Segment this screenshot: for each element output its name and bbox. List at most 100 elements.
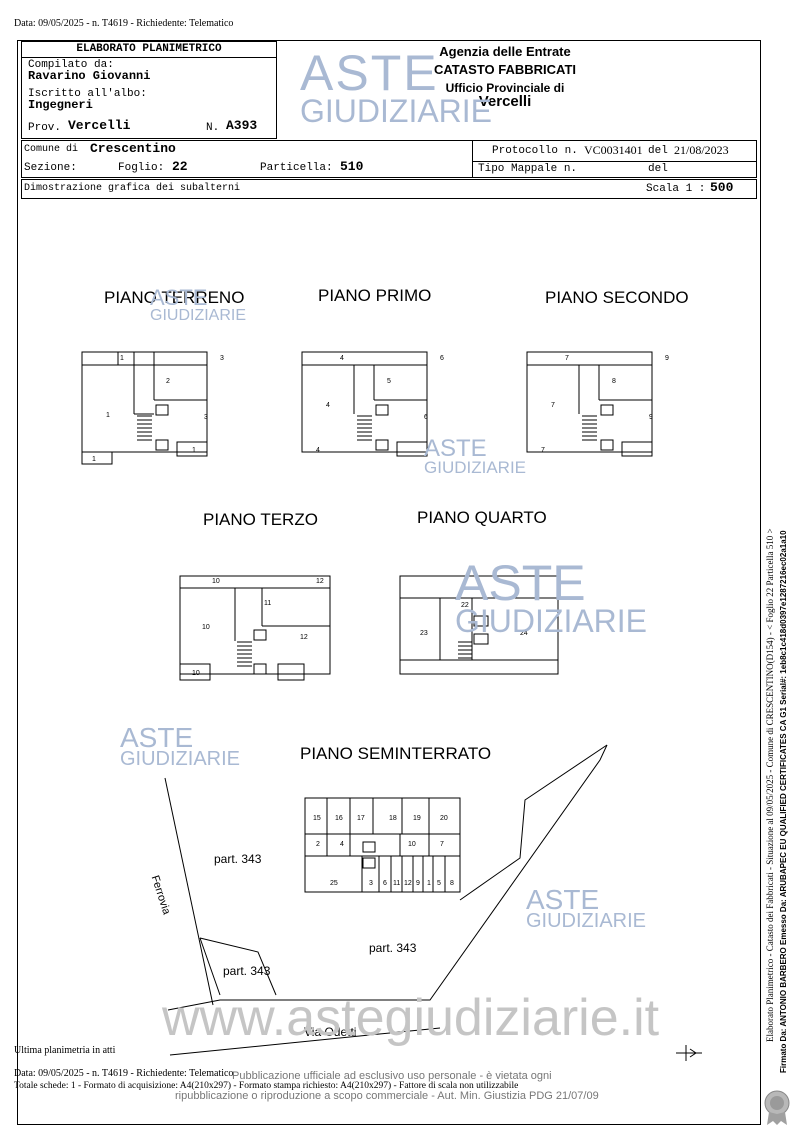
unit-label: 8 xyxy=(612,378,616,385)
unit-label: 5 xyxy=(437,880,441,887)
unit-label: 7 xyxy=(551,402,555,409)
unit-label: 4 xyxy=(316,447,320,454)
seal-icon xyxy=(764,1090,790,1125)
comune-midline xyxy=(472,161,756,162)
side-text-line2: Firmato Da: ANTONIO BARBERO Emesso Da: A… xyxy=(779,530,788,1073)
comune-label: Comune di xyxy=(24,144,79,155)
watermark-aste: ASTE xyxy=(526,884,600,915)
unit-label: 1 xyxy=(120,355,124,362)
iscritto-label: Iscritto all'albo: xyxy=(28,88,147,100)
unit-label: 1 xyxy=(92,456,96,463)
unit-label: 25 xyxy=(330,880,338,887)
watermark-header: ASTE GIUDIZIARIE xyxy=(300,45,493,129)
unit-label: 6 xyxy=(383,880,387,887)
elaborato-title: ELABORATO PLANIMETRICO xyxy=(22,42,276,58)
watermark-giudiziarie: GIUDIZIARIE xyxy=(300,93,493,129)
unit-label: 10 xyxy=(192,670,200,677)
header-line: Data: 09/05/2025 - n. T4619 - Richiedent… xyxy=(14,18,234,29)
unit-label: 24 xyxy=(520,630,528,637)
compilato-value: Ravarino Giovanni xyxy=(28,69,151,83)
unit-label: 23 xyxy=(420,630,428,637)
comune-row: Comune di Crescentino Sezione: Foglio: 2… xyxy=(21,140,757,178)
north-arrow xyxy=(676,1045,702,1061)
publication-notice-1: Pubblicazione ufficiale ad esclusivo uso… xyxy=(232,1070,552,1082)
elaborato-box: ELABORATO PLANIMETRICO Compilato da: Rav… xyxy=(21,41,277,139)
unit-label: 4 xyxy=(340,355,344,362)
agency-line3: Ufficio Provinciale di xyxy=(445,81,565,95)
watermark-left: ASTE GIUDIZIARIE xyxy=(120,722,241,770)
plan-seminterrato xyxy=(304,797,461,893)
plan-quarto xyxy=(399,575,559,675)
n-value: A393 xyxy=(226,118,258,133)
protocollo-label: Protocollo n. xyxy=(492,145,578,157)
plan-terzo xyxy=(179,575,331,681)
unit-label: 9 xyxy=(665,355,669,362)
unit-label: 11 xyxy=(264,600,272,607)
dimostrazione-label: Dimostrazione grafica dei subalterni xyxy=(24,183,241,194)
unit-label: 7 xyxy=(565,355,569,362)
watermark-giudiziarie: GIUDIZIARIE xyxy=(150,307,247,324)
unit-label: 2 xyxy=(316,841,320,848)
unit-label: 20 xyxy=(440,815,448,822)
title-piano-seminterrato: PIANO SEMINTERRATO xyxy=(300,744,492,763)
watermark-right: ASTE GIUDIZIARIE xyxy=(526,884,647,932)
scala-label: Scala 1 : xyxy=(646,183,706,195)
unit-label: 3 xyxy=(369,880,373,887)
compilato-label: Compilato da: xyxy=(28,59,114,71)
unit-label: 17 xyxy=(357,815,365,822)
watermark-aste: ASTE xyxy=(300,45,439,101)
unit-label: 19 xyxy=(413,815,421,822)
watermark-url-text: www.astegiudiziarie.it xyxy=(162,989,660,1047)
unit-label: 16 xyxy=(335,815,343,822)
particella-value: 510 xyxy=(340,159,364,174)
ultima-planimetria: Ultima planimetria in atti xyxy=(14,1045,116,1056)
unit-label: 15 xyxy=(313,815,321,822)
footer-line2: Totale schede: 1 - Formato di acquisizio… xyxy=(14,1081,519,1091)
sezione-label: Sezione: xyxy=(24,162,77,174)
watermark-url: www.astegiudiziarie.it xyxy=(162,988,659,1048)
agency-header: Agenzia delle Entrate CATASTO FABBRICATI… xyxy=(400,44,610,110)
unit-label: 12 xyxy=(300,634,308,641)
dimostrazione-row: Dimostrazione grafica dei subalterni Sca… xyxy=(21,179,757,199)
watermark-giudiziarie: GIUDIZIARIE xyxy=(120,748,241,770)
unit-label: 3 xyxy=(220,355,224,362)
site-part-label: part. 343 xyxy=(223,964,271,978)
unit-label: 9 xyxy=(416,880,420,887)
watermark-giudiziarie: GIUDIZIARIE xyxy=(526,910,647,932)
unit-label: 10 xyxy=(202,624,210,631)
watermark-aste: ASTE xyxy=(120,722,194,753)
protocollo-del-value: 21/08/2023 xyxy=(674,143,729,157)
iscritto-value: Ingegneri xyxy=(28,98,93,112)
unit-label: 6 xyxy=(424,414,428,421)
agency-line4: Vercelli xyxy=(478,93,532,110)
protocollo-value: VC0031401 xyxy=(584,143,643,157)
comune-divider xyxy=(472,141,473,177)
unit-label: 7 xyxy=(541,447,545,454)
n-label: N. xyxy=(206,122,220,134)
prov-value: Vercelli xyxy=(68,118,131,133)
watermark-aste: ASTE xyxy=(455,555,586,611)
plan-secondo xyxy=(526,351,653,457)
tipo-mappale-label: Tipo Mappale n. xyxy=(478,163,578,175)
site-lines xyxy=(164,744,608,1056)
title-piano-terzo: PIANO TERZO xyxy=(203,510,318,529)
unit-label: 12 xyxy=(404,880,412,887)
foglio-label: Foglio: xyxy=(118,162,165,174)
agency-line1: Agenzia delle Entrate xyxy=(439,44,571,59)
tipo-del-label: del xyxy=(648,163,668,175)
site-part-label: part. 343 xyxy=(369,941,417,955)
particella-label: Particella: xyxy=(260,162,333,174)
foglio-value: 22 xyxy=(172,159,188,174)
unit-label: 2 xyxy=(166,378,170,385)
unit-label: 4 xyxy=(340,841,344,848)
unit-label: 18 xyxy=(389,815,397,822)
unit-label: 7 xyxy=(440,841,444,848)
watermark-aste: ASTE xyxy=(150,285,208,310)
unit-label: 11 xyxy=(393,880,401,887)
unit-label: 4 xyxy=(326,402,330,409)
unit-label: 10 xyxy=(212,578,220,585)
plan-primo xyxy=(301,351,428,457)
scala-value: 500 xyxy=(710,180,734,195)
title-piano-secondo: PIANO SECONDO xyxy=(545,288,689,307)
